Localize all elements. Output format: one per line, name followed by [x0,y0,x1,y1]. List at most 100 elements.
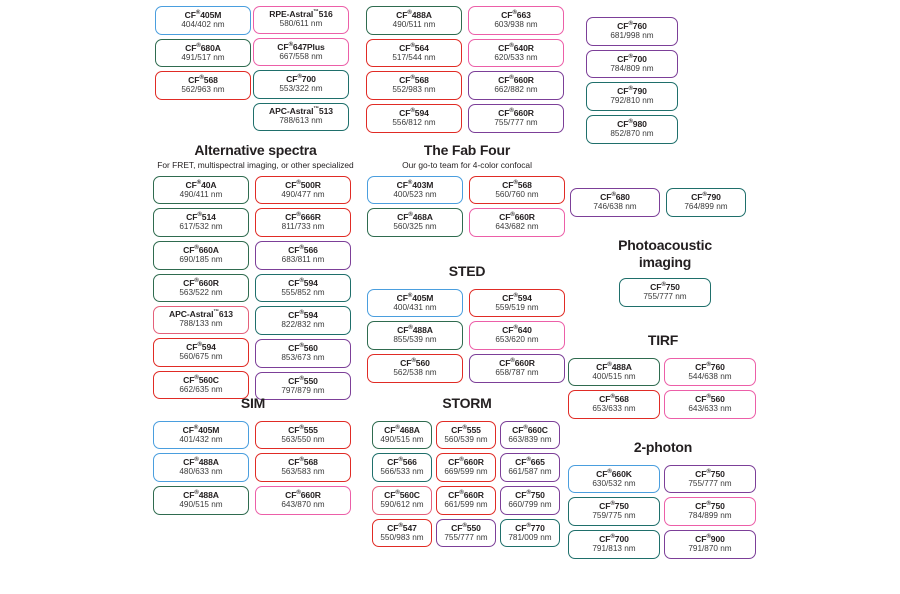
dye-spectra: 563/522 nm [179,287,223,297]
dye-spectra: 681/998 nm [610,30,654,40]
dye-spectra: 491/517 nm [181,52,225,62]
trademark-symbol: ® [407,292,413,299]
trademark-symbol: ® [299,310,304,317]
dye-name: CF®566 [288,244,318,255]
dye-spectra: 653/620 nm [495,335,539,345]
section-alternative-spectra: Alternative spectra For FRET, multispect… [153,142,358,404]
trademark-symbol: ™ [313,106,319,113]
dye-spectra: 746/638 nm [593,201,637,211]
trademark-symbol: ® [610,394,615,401]
dye-name: CF®568 [288,457,318,468]
dye-spectra: 560/760 nm [495,189,539,199]
trademark-symbol: ® [196,179,202,186]
trademark-symbol: ® [296,212,301,219]
dye-name: CF®550 [451,522,481,533]
trademark-symbol: ® [459,457,464,464]
dye-spectra: 630/532 nm [592,478,636,488]
trademark-symbol: ® [411,357,416,364]
dye-name: CF®660R [285,489,321,500]
trademark-symbol: ® [607,468,612,475]
dye-spectra: 852/870 nm [610,128,654,138]
trademark-symbol: ™ [213,309,219,316]
dye-name: CF®594 [399,107,429,118]
